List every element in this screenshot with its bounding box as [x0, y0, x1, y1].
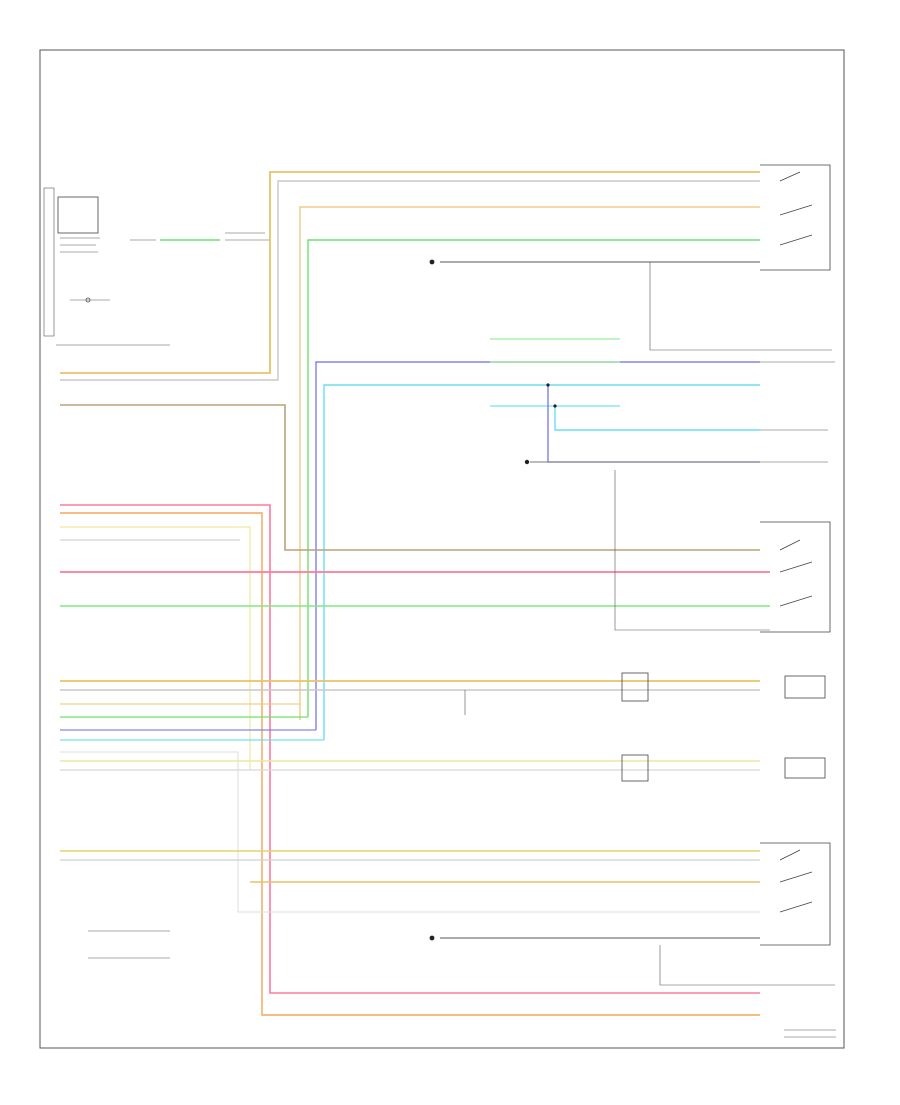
wire-tan-mid [60, 526, 251, 770]
door-lock-switch-passenger [760, 164, 831, 271]
lr-door-connector [621, 672, 649, 702]
rr-door-actuator [784, 757, 826, 779]
rr-door-connector [621, 754, 649, 782]
wire-blkwht-lower [60, 751, 760, 913]
switch-contact [779, 171, 801, 182]
switch-contact [779, 849, 801, 861]
lr-door-actuator [784, 675, 826, 699]
diagram-frame [39, 49, 845, 1049]
switch-contact [779, 595, 813, 607]
wire-tan-top [60, 171, 760, 374]
driver-module-outline [614, 470, 770, 631]
switch-contact [779, 561, 813, 573]
passenger-module-outline [649, 262, 832, 351]
wire-tanblk [60, 404, 760, 551]
wire-tanwht-front [299, 206, 760, 720]
wire-dkblu [315, 361, 760, 730]
wire-ltblu-drop [554, 406, 760, 431]
splice-dot [553, 404, 557, 408]
lamp-module-box [57, 196, 99, 234]
ground-point-front [429, 259, 435, 265]
wire-gry-top [60, 180, 760, 381]
ground-point-rear [429, 935, 435, 941]
switch-contact [779, 539, 801, 551]
wire-dkblu-drop [547, 385, 760, 463]
switch-contact [779, 871, 813, 883]
ground-point-mid [524, 459, 530, 465]
door-lock-switch-rear [760, 842, 831, 946]
wire-pnkblk-long [60, 504, 760, 994]
switch-contact [779, 234, 813, 246]
switch-contact [779, 204, 813, 216]
ipc-connector-strip [43, 187, 55, 337]
door-lock-switch-driver [760, 521, 831, 633]
wire-orgblk-long [60, 512, 760, 1016]
rear-module-outline [659, 945, 835, 986]
splice-dot [546, 383, 550, 387]
wire-ltgrn-front [307, 239, 760, 717]
switch-contact [779, 901, 813, 913]
wire-ltblu [323, 384, 760, 740]
